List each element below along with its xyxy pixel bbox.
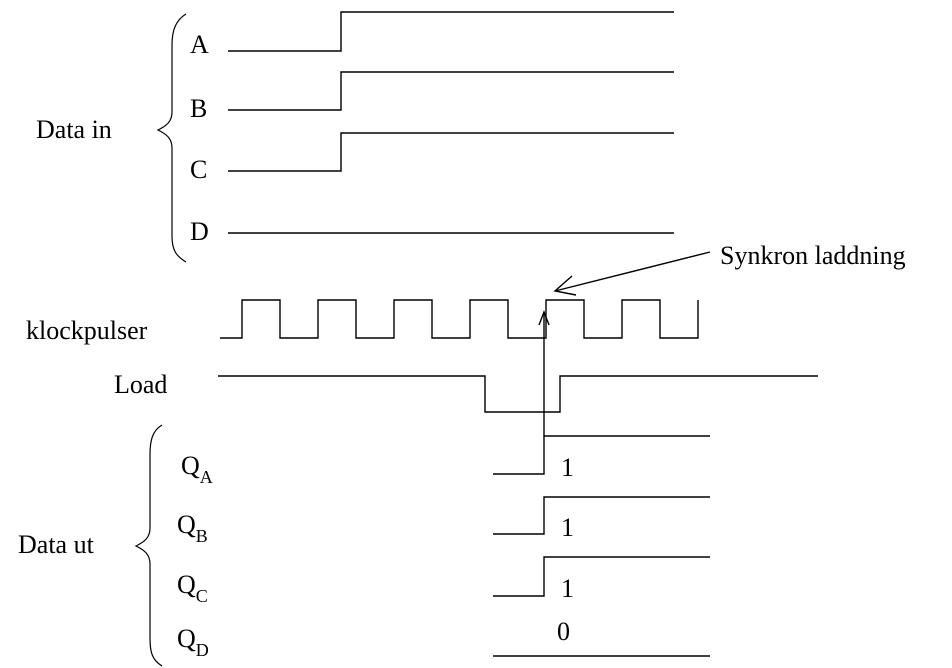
load-marker-arrowhead xyxy=(538,310,550,326)
output-qa-label: QA xyxy=(181,451,213,487)
data-in-brace xyxy=(156,13,187,263)
output-qa-waveform xyxy=(493,435,710,475)
clock-waveform xyxy=(220,299,699,339)
load-label: Load xyxy=(114,370,167,399)
clock-label: klockpulser xyxy=(26,316,148,345)
output-qd-value: 0 xyxy=(557,617,570,646)
annotation-arrow-line xyxy=(554,251,711,292)
signal-a-label: A xyxy=(190,30,209,59)
output-qb-waveform xyxy=(493,496,710,535)
data-ut-brace xyxy=(134,424,163,667)
data-ut-label: Data ut xyxy=(18,530,95,559)
signal-c-waveform xyxy=(228,132,674,172)
annotation-arrow-head xyxy=(553,275,577,296)
signal-b-waveform xyxy=(228,71,674,111)
output-qc-label: QC xyxy=(177,570,208,606)
output-qc-value: 1 xyxy=(561,574,574,603)
load-waveform xyxy=(218,375,818,413)
data-in-label: Data in xyxy=(36,115,112,144)
signal-d-label: D xyxy=(190,217,209,246)
output-qb-value: 1 xyxy=(561,513,574,542)
output-qd-label: QD xyxy=(177,624,209,660)
output-qb-label: QB xyxy=(177,510,208,546)
signal-a-waveform xyxy=(228,11,674,52)
output-qc-waveform xyxy=(493,556,710,597)
output-qa-value: 1 xyxy=(561,453,574,482)
synkron-laddning-label: Synkron laddning xyxy=(720,241,906,270)
signal-b-label: B xyxy=(190,94,207,123)
signal-c-label: C xyxy=(190,155,207,184)
